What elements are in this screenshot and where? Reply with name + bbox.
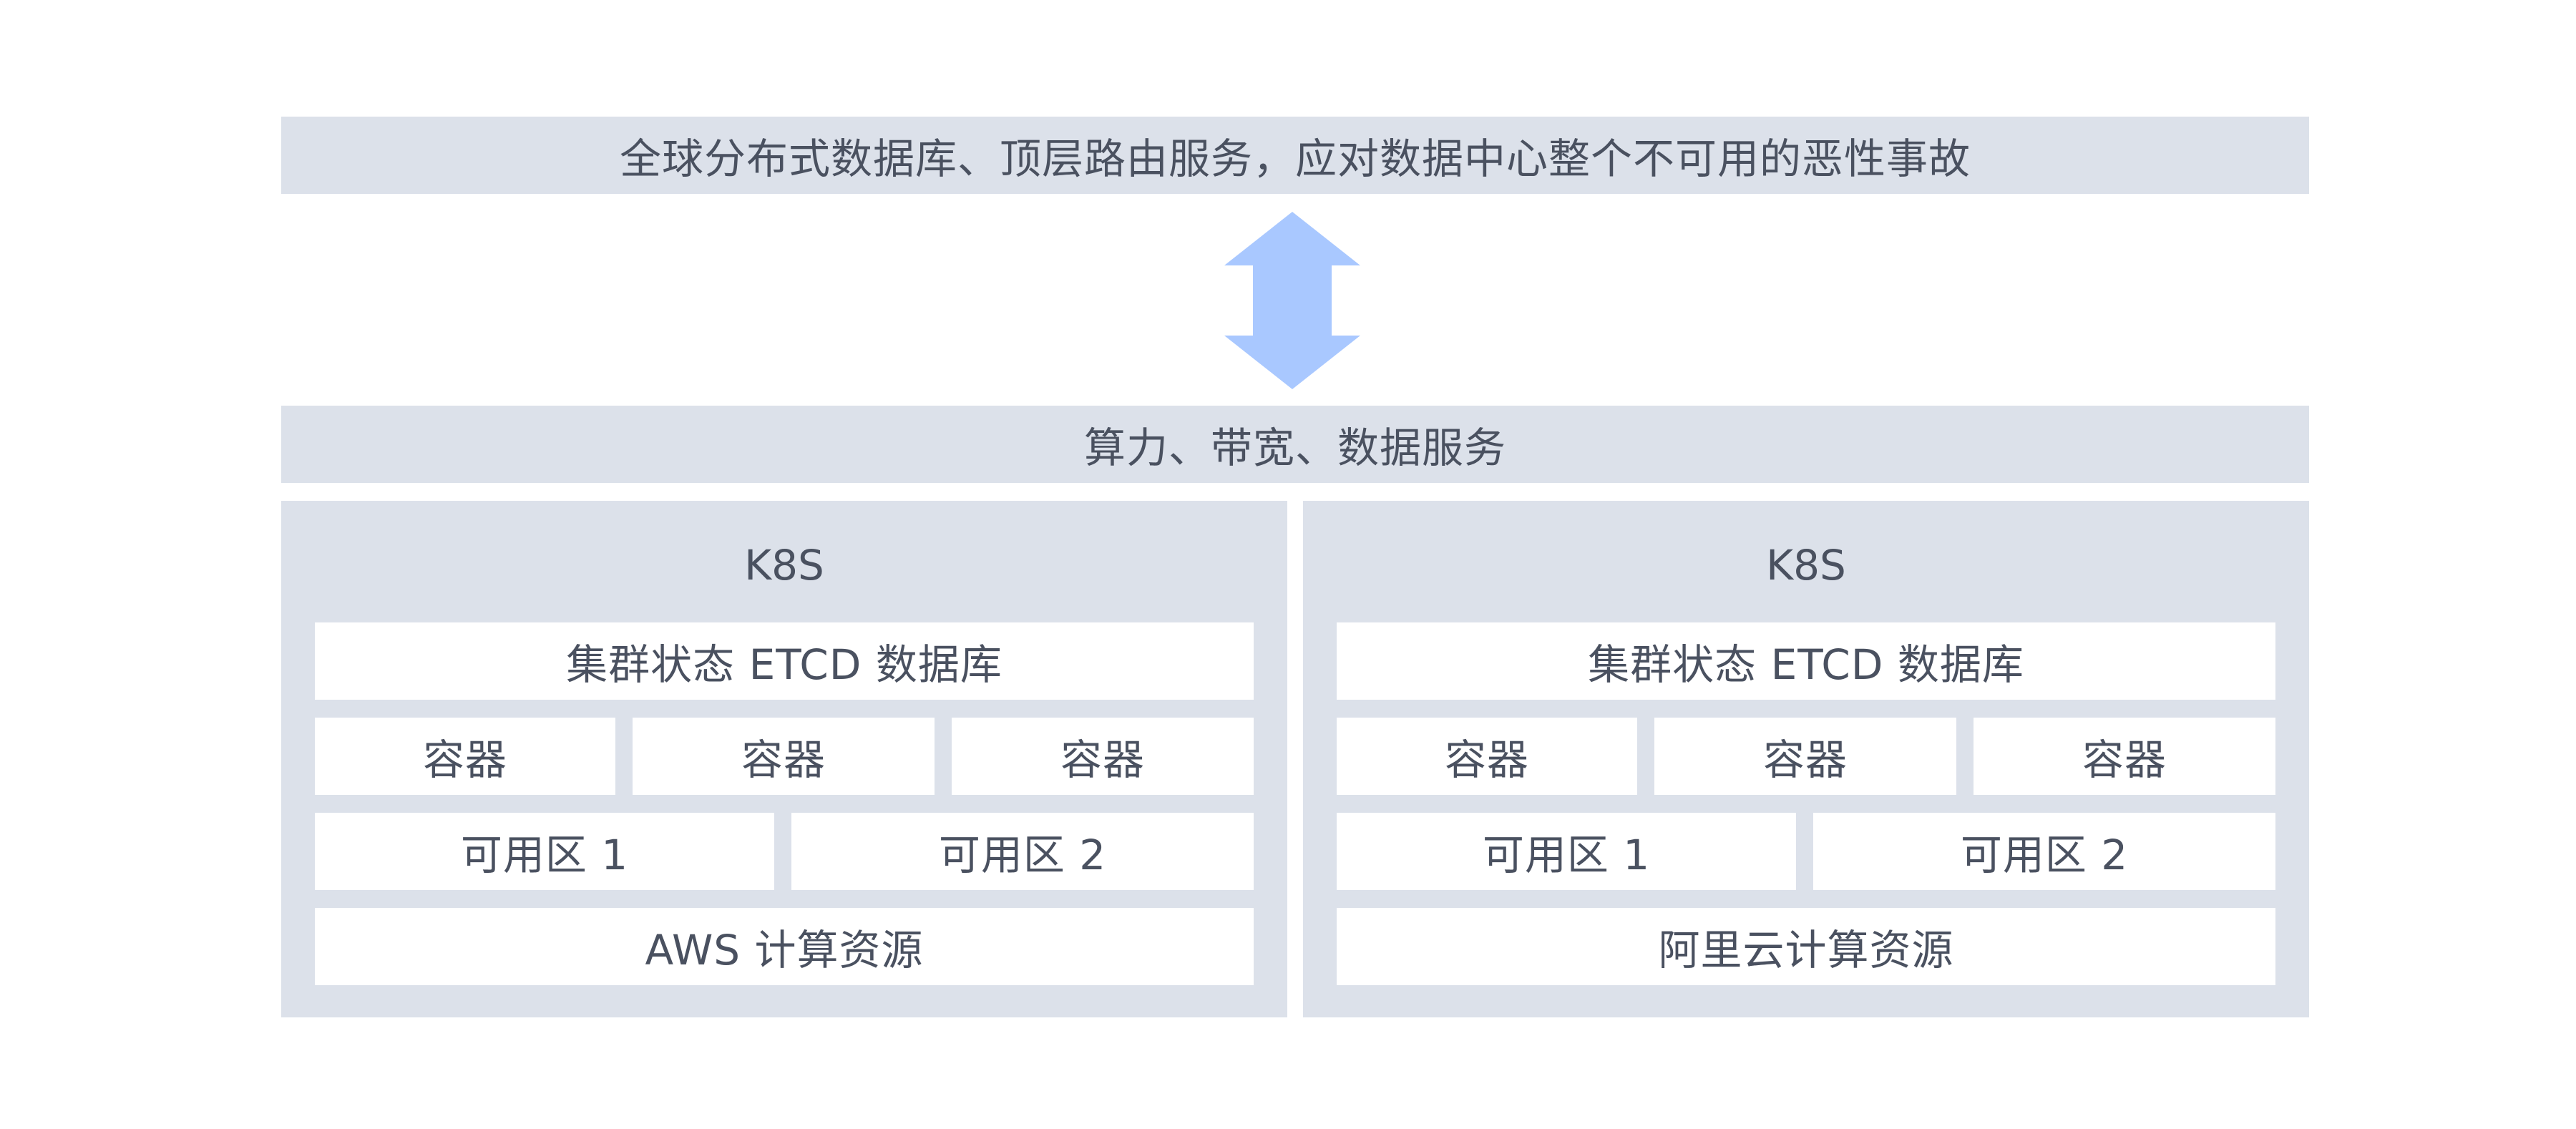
container-box: 容器 — [1654, 718, 1956, 795]
container-box: 容器 — [633, 718, 935, 795]
availability-zone-box: 可用区 2 — [791, 813, 1254, 890]
availability-zone-box: 可用区 1 — [1337, 813, 1796, 890]
availability-zone-box: 可用区 2 — [1813, 813, 2275, 890]
cluster-panel-aliyun: K8S 集群状态 ETCD 数据库 容器 容器 容器 可用区 1 可用区 2 阿… — [1303, 501, 2309, 1017]
cluster-panel-aws: K8S 集群状态 ETCD 数据库 容器 容器 容器 可用区 1 可用区 2 A… — [281, 501, 1287, 1017]
k8s-title: K8S — [744, 541, 824, 590]
compute-resources-box: 阿里云计算资源 — [1337, 908, 2275, 985]
etcd-database-box: 集群状态 ETCD 数据库 — [1337, 622, 2275, 700]
global-layer-label: 全球分布式数据库、顶层路由服务，应对数据中心整个不可用的恶性事故 — [619, 135, 1971, 183]
container-box: 容器 — [1974, 718, 2275, 795]
global-layer-bar: 全球分布式数据库、顶层路由服务，应对数据中心整个不可用的恶性事故 — [281, 117, 2309, 194]
container-box: 容器 — [1337, 718, 1637, 795]
services-layer-label: 算力、带宽、数据服务 — [1083, 424, 1506, 472]
compute-resources-box: AWS 计算资源 — [315, 908, 1254, 985]
availability-zone-box: 可用区 1 — [315, 813, 774, 890]
etcd-database-box: 集群状态 ETCD 数据库 — [315, 622, 1254, 700]
container-box: 容器 — [315, 718, 615, 795]
double-vertical-arrow-icon — [1224, 212, 1360, 389]
container-box: 容器 — [952, 718, 1254, 795]
k8s-title: K8S — [1766, 541, 1846, 590]
services-layer-bar: 算力、带宽、数据服务 — [281, 406, 2309, 483]
